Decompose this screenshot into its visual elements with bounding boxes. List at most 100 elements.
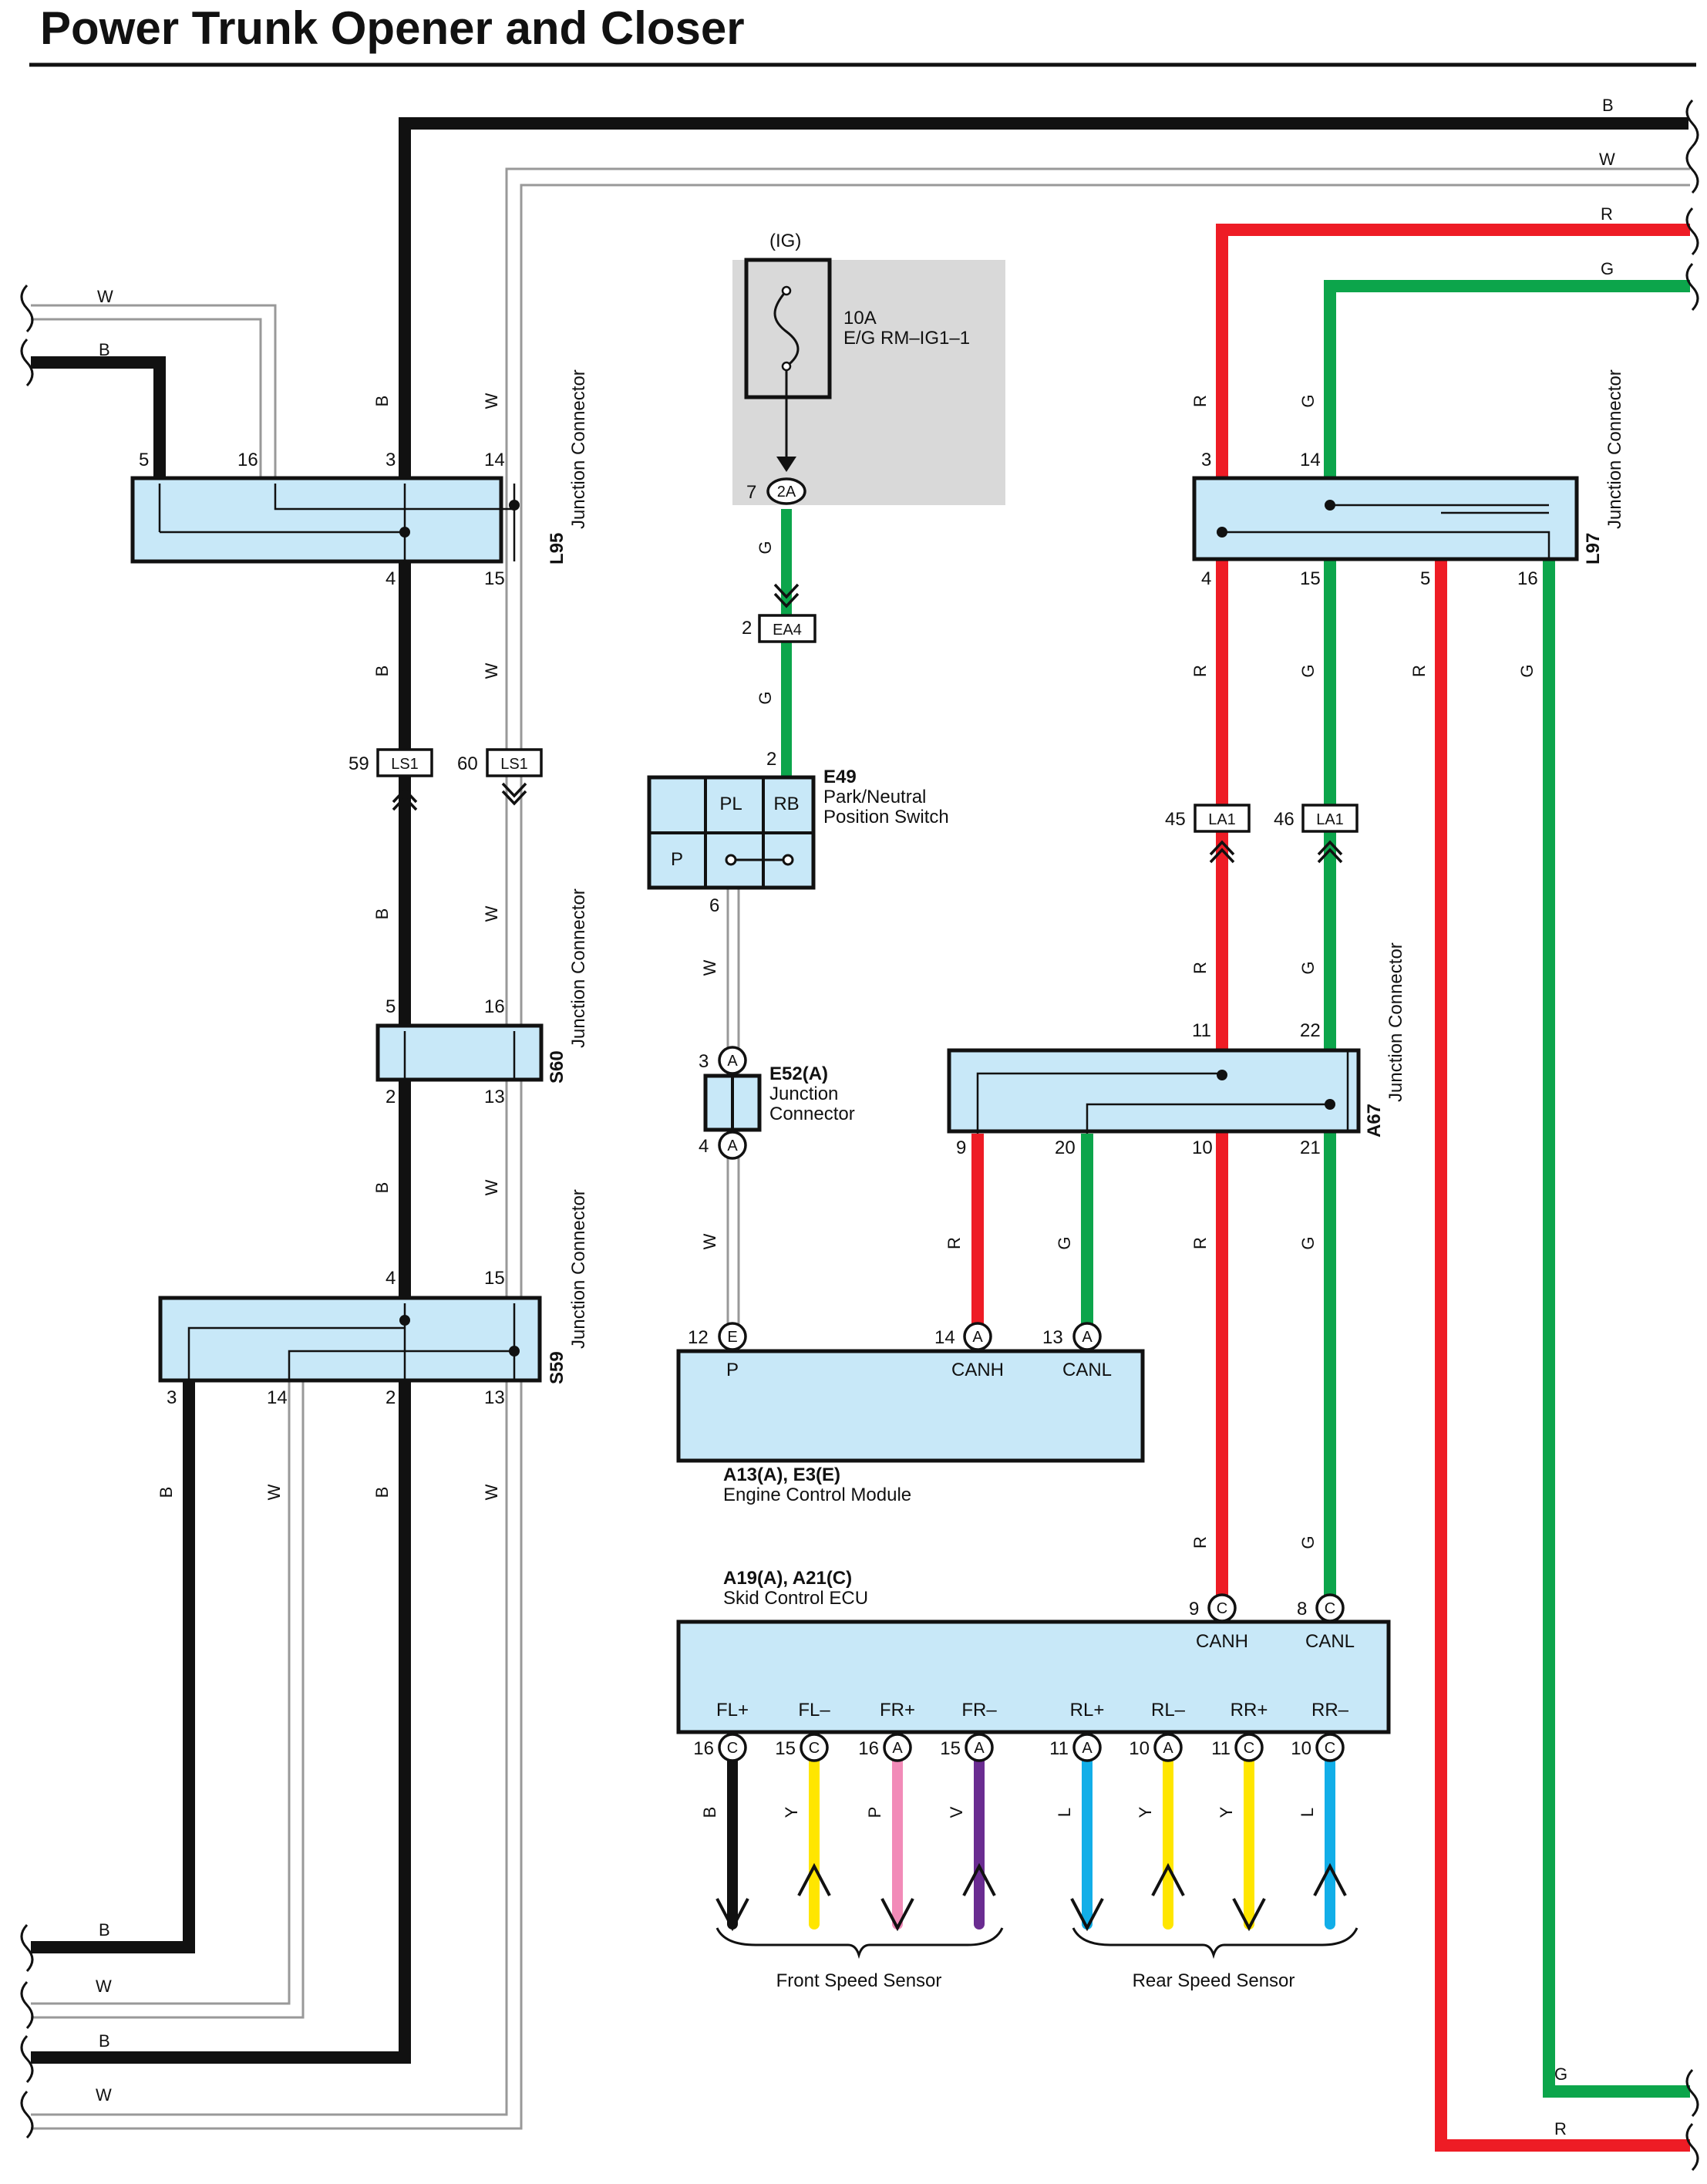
- l95-name: Junction Connector: [568, 369, 589, 529]
- pin-number: 15: [775, 1738, 796, 1759]
- arrow-up-icon: [1151, 1862, 1185, 1896]
- a67-name: Junction Connector: [1385, 942, 1406, 1102]
- connector-ls1: [486, 748, 543, 777]
- wire-code: R: [1601, 204, 1613, 224]
- e52-name-line2: Connector: [769, 1104, 855, 1124]
- wire-break-mark: [20, 1923, 34, 1973]
- pin-number: 59: [348, 753, 369, 774]
- connector-label: EA4: [773, 622, 802, 639]
- wire-code: R: [944, 1237, 964, 1249]
- sensor-pin-name: RL+: [1070, 1700, 1105, 1721]
- wire-code: B: [700, 1807, 719, 1818]
- fuse-terminal: [781, 361, 792, 372]
- wire-W: [31, 304, 277, 478]
- wire-code: Y: [1136, 1806, 1155, 1818]
- connector-ea4: [758, 614, 816, 643]
- e49-name-line1: Park/Neutral: [823, 787, 926, 807]
- connector-label: LS1: [500, 756, 528, 773]
- pin-number: 15: [1300, 568, 1321, 589]
- fuse-terminal: [781, 285, 792, 296]
- wire-break-mark: [20, 2034, 34, 2084]
- l95-label: L95 Junction Connector: [547, 369, 589, 565]
- pin-number: 4: [1201, 568, 1211, 589]
- wire-break-mark: [1685, 207, 1699, 256]
- pin-number: 4: [699, 1136, 709, 1157]
- wire-code: B: [372, 666, 392, 677]
- terminal-c: [718, 1733, 747, 1762]
- wire-code: W: [482, 393, 501, 409]
- ecm-pin-p: P: [726, 1360, 739, 1380]
- terminal-c: [800, 1733, 829, 1762]
- pin-number: 12: [688, 1327, 709, 1348]
- wire-code: R: [1409, 665, 1429, 677]
- pin-number: 20: [1055, 1138, 1076, 1158]
- wire-code: B: [372, 396, 392, 407]
- wire-code: R: [1190, 1536, 1210, 1549]
- wire-break-mark: [20, 338, 34, 387]
- terminal-e: [718, 1322, 747, 1351]
- pin-number: 4: [386, 568, 396, 589]
- wire-code: B: [372, 1487, 392, 1498]
- pin-number: 2: [742, 618, 752, 639]
- splice-dot: [1217, 527, 1227, 538]
- wire-code: Y: [1217, 1806, 1236, 1818]
- wire-R: [1435, 559, 1690, 2152]
- wire-code: B: [372, 1182, 392, 1194]
- wire-break-mark: [20, 1980, 34, 2030]
- wire-code: W: [97, 287, 113, 306]
- wire-code: R: [1190, 1237, 1210, 1249]
- arrow-down-icon: [715, 1898, 749, 1932]
- chevron-down-icon: [501, 782, 527, 806]
- busbar: [1222, 531, 1550, 559]
- junction-connector-s60: [375, 1023, 544, 1082]
- e49-name-line2: Position Switch: [823, 807, 949, 827]
- terminal-c: [1234, 1733, 1264, 1762]
- pin-number: 16: [1517, 568, 1538, 589]
- wire-code: Y: [782, 1806, 801, 1818]
- pin-number: 13: [484, 1087, 505, 1107]
- wire-W: [31, 1380, 305, 2019]
- wire-break-mark: [20, 2090, 34, 2139]
- pin-number: 7: [746, 482, 756, 503]
- wire-B: [31, 117, 1688, 2064]
- pin-number: 3: [167, 1387, 177, 1408]
- pin-number: 16: [484, 996, 505, 1017]
- chevron-up-icon: [1317, 840, 1343, 864]
- wire-break-mark: [1685, 2068, 1699, 2118]
- arrow-down-icon: [1070, 1898, 1104, 1932]
- terminal-2a: [766, 477, 806, 505]
- wire-code: W: [700, 959, 719, 976]
- terminal-label: C: [809, 1740, 820, 1757]
- wire-code: G: [1554, 2064, 1567, 2084]
- fuse-supply: (IG): [769, 231, 801, 251]
- wire-code: B: [99, 2031, 110, 2051]
- pin-number: 15: [484, 1268, 505, 1289]
- wire-code: W: [96, 1977, 112, 1996]
- wire-W: [31, 318, 262, 478]
- pin-number: 21: [1300, 1138, 1321, 1158]
- wire-code: G: [756, 691, 775, 704]
- wire-code: R: [1190, 395, 1210, 407]
- wire-code: R: [1190, 665, 1210, 677]
- wire-code: G: [1298, 664, 1318, 677]
- connector-la1: [1194, 804, 1251, 833]
- splice-dot: [399, 527, 410, 538]
- fuse-rating: 10A: [843, 308, 877, 329]
- pin-number: 5: [139, 450, 149, 470]
- sensor-pin-name: RR+: [1231, 1700, 1268, 1721]
- wire-code: W: [482, 905, 501, 922]
- wire-code: P: [865, 1807, 884, 1818]
- pin-number: 5: [1420, 568, 1430, 589]
- wire-code: B: [372, 908, 392, 920]
- wire-code: R: [1190, 962, 1210, 974]
- terminal-c: [1315, 1733, 1345, 1762]
- pin-number: 2: [386, 1087, 396, 1107]
- terminal-label: E: [727, 1329, 737, 1346]
- junction-connector-l95: [130, 476, 503, 564]
- pin-number: 3: [386, 450, 396, 470]
- busbar: [274, 484, 514, 511]
- connector-label: LA1: [1208, 811, 1236, 828]
- wire-code: G: [756, 541, 775, 554]
- wire-code: W: [1599, 150, 1615, 169]
- skid-code: A19(A), A21(C): [723, 1568, 852, 1589]
